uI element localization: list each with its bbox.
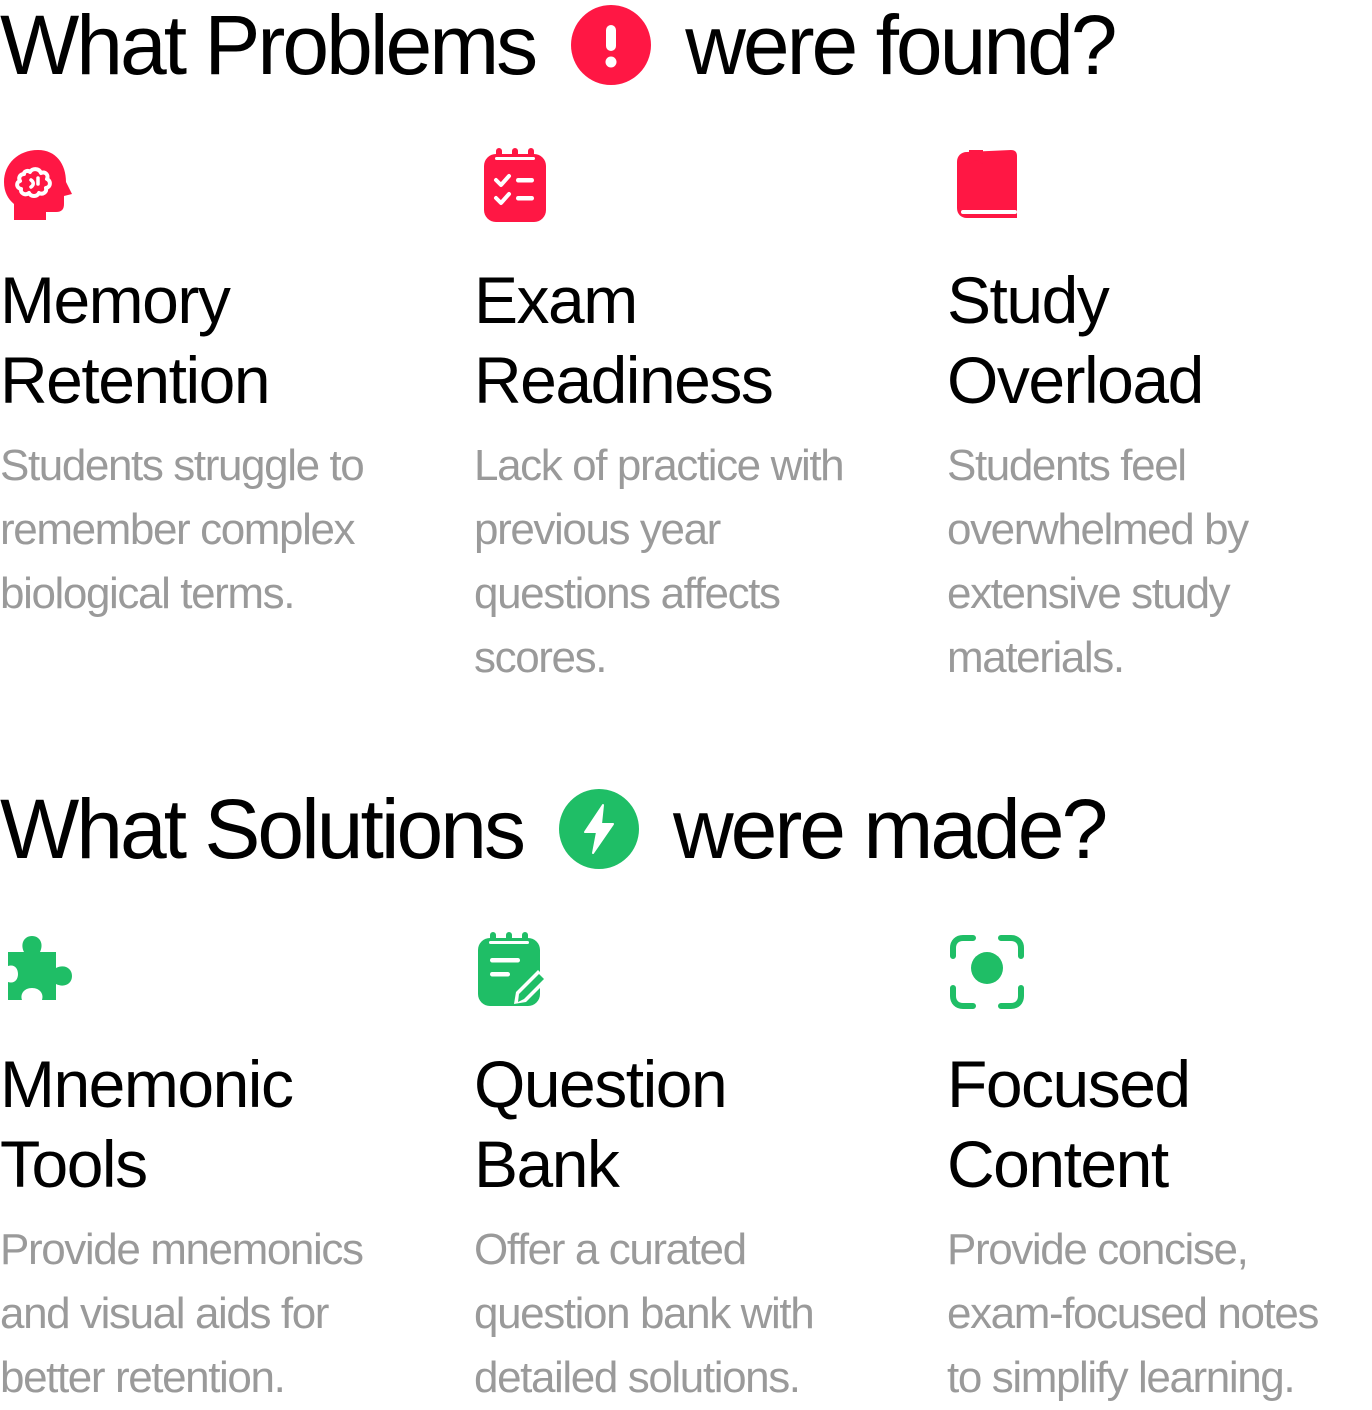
card-description: Offer a curated question bank with detai… (474, 1225, 815, 1402)
card-description: Provide mnemonics and visual aids for be… (0, 1225, 364, 1402)
card-title: Memory Retention (0, 263, 271, 417)
problems-heading-right: were found? (685, 0, 1117, 92)
book-icon (947, 148, 1027, 228)
card-title: Question Bank (474, 1047, 728, 1201)
exclamation-icon (571, 5, 652, 85)
card-description: Students feel overwhelmed by extensive s… (947, 441, 1249, 682)
card-title: Exam Readiness (474, 263, 774, 417)
notepad-edit-icon (474, 932, 554, 1012)
card-description: Lack of practice with previous year ques… (474, 441, 845, 682)
focus-target-icon (947, 932, 1027, 1012)
card-description: Provide concise, exam-focused notes to s… (947, 1225, 1319, 1402)
solutions-heading-right: were made? (672, 782, 1108, 876)
problems-heading: What Problems were found? (0, 0, 1118, 92)
brain-head-icon (0, 148, 80, 228)
puzzle-piece-icon (0, 932, 80, 1012)
card-title: Study Overload (947, 263, 1204, 417)
lightning-icon (558, 789, 639, 869)
solutions-heading: What Solutions were made? (0, 782, 1108, 876)
checklist-notepad-icon (474, 148, 554, 228)
card-title: Mnemonic Tools (0, 1047, 294, 1201)
card-title: Focused Content (947, 1047, 1191, 1201)
card-description: Students struggle to remember complex bi… (0, 441, 365, 618)
problems-heading-left: What Problems (0, 0, 538, 92)
solutions-heading-left: What Solutions (0, 782, 526, 876)
